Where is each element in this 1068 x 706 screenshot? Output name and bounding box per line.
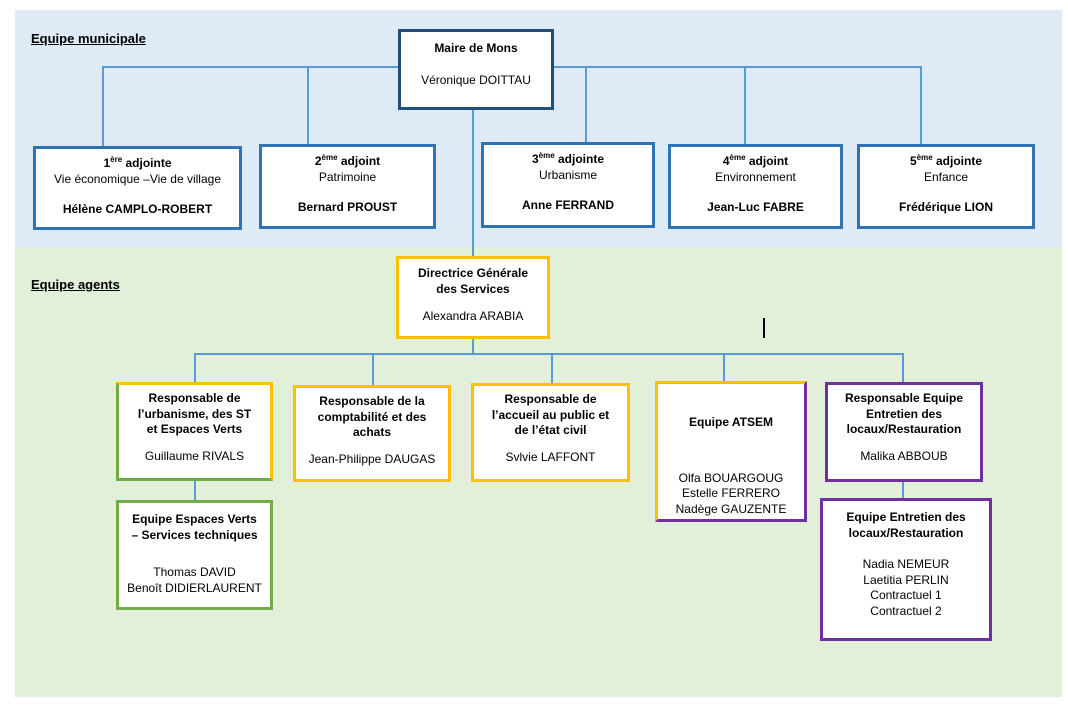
ordinal-suffix: ère [110, 155, 123, 164]
role-label: adjoint [337, 154, 381, 168]
box-title: Equipe Espaces Verts – Services techniqu… [131, 512, 258, 542]
connector-line [307, 66, 309, 145]
box-names: Olfa BOUARGOUG Estelle FERRERO Nadège GA… [675, 470, 787, 516]
box-name: Malika ABBOUB [860, 448, 948, 463]
box-title: Responsable de l’accueil au public et de… [491, 392, 610, 438]
connector-line [472, 109, 474, 257]
org-box-directrice-generale: Directrice Générale des Services Alexand… [396, 256, 550, 339]
org-box-responsable-comptabilite: Responsable de la comptabilité et des ac… [293, 385, 451, 482]
box-name: Jean-Philippe DAUGAS [308, 451, 436, 466]
connector-line [102, 66, 104, 147]
box-title: 4ème adjoint [723, 154, 788, 170]
org-box-equipe-entretien: Equipe Entretien des locaux/Restauration… [820, 498, 992, 641]
org-box-adjoint-2: 2ème adjoint Patrimoine Bernard PROUST [259, 144, 436, 229]
box-title: Responsable Equipe Entretien des locaux/… [844, 391, 964, 437]
box-name: Frédérique LION [898, 200, 993, 215]
section-heading-agents: Equipe agents [31, 277, 120, 292]
ordinal-suffix: ème [321, 153, 338, 162]
org-box-responsable-accueil: Responsable de l’accueil au public et de… [471, 383, 630, 482]
connector-line [194, 353, 196, 383]
connector-line [194, 353, 904, 355]
connector-line [372, 353, 374, 386]
box-title: Maire de Mons [434, 41, 518, 55]
ordinal-number: 2 [314, 154, 322, 168]
box-domain: Urbanisme [538, 167, 598, 182]
box-title: Directrice Générale des Services [417, 266, 529, 296]
role-label: adjointe [122, 156, 172, 170]
org-box-equipe-espaces-verts: Equipe Espaces Verts – Services techniqu… [116, 500, 273, 610]
connector-line [902, 353, 904, 383]
box-name: Jean-Luc FABRE [707, 200, 804, 215]
connector-line [723, 353, 725, 382]
box-title: Equipe Entretien des locaux/Restauration [846, 510, 966, 540]
org-box-adjoint-1: 1ère adjointe Vie économique –Vie de vil… [33, 146, 242, 230]
role-label: adjointe [932, 154, 983, 168]
role-label: adjointe [554, 152, 605, 166]
role-label: adjoint [745, 154, 789, 168]
connector-line [920, 66, 922, 145]
connector-line [902, 481, 904, 499]
box-title: 1ère adjointe [103, 156, 171, 172]
org-box-adjoint-4: 4ème adjoint Environnement Jean-Luc FABR… [668, 144, 843, 229]
box-name: Hélène CAMPLO-ROBERT [62, 202, 213, 217]
ordinal-number: 4 [722, 154, 730, 168]
org-box-responsable-urbanisme: Responsable de l’urbanisme, des ST et Es… [116, 382, 273, 481]
box-names: Thomas DAVID Benoît DIDIERLAURENT [127, 565, 262, 595]
box-title: Equipe ATSEM [689, 415, 773, 429]
box-title: 3ème adjointe [532, 152, 604, 168]
org-box-maire: Maire de Mons Véronique DOITTAU [398, 29, 554, 110]
box-name: Anne FERRAND [522, 198, 614, 213]
box-domain: Enfance [923, 169, 969, 184]
org-box-responsable-entretien: Responsable Equipe Entretien des locaux/… [825, 382, 983, 482]
box-name: Guillaume RIVALS [144, 448, 245, 463]
org-box-equipe-atsem: Equipe ATSEM Olfa BOUARGOUG Estelle FERR… [655, 381, 807, 522]
box-name: Alexandra ARABIA [422, 309, 524, 324]
box-name: Véronique DOITTAU [421, 72, 531, 87]
org-box-adjoint-3: 3ème adjointe Urbanisme Anne FERRAND [481, 142, 655, 228]
ordinal-suffix: ème [538, 151, 555, 160]
text-cursor-artifact [763, 318, 765, 338]
ordinal-suffix: ème [916, 153, 933, 162]
box-domain: Vie économique –Vie de village [53, 171, 221, 186]
box-title: 2ème adjoint [315, 154, 380, 170]
ordinal-number: 5 [909, 154, 917, 168]
box-name: Svlvie LAFFONT [505, 449, 596, 464]
box-domain: Patrimoine [318, 169, 377, 184]
connector-line [744, 66, 746, 145]
box-title: Responsable de l’urbanisme, des ST et Es… [137, 391, 252, 437]
box-name: Bernard PROUST [297, 200, 398, 215]
connector-line [194, 480, 196, 501]
org-box-adjoint-5: 5ème adjointe Enfance Frédérique LION [857, 144, 1035, 229]
ordinal-suffix: ème [729, 153, 746, 162]
box-title: Responsable de la comptabilité et des ac… [317, 394, 427, 440]
section-heading-municipale: Equipe municipale [31, 31, 146, 46]
connector-line [472, 338, 474, 354]
connector-line [585, 66, 587, 143]
box-title: 5ème adjointe [910, 154, 982, 170]
box-names: Nadia NEMEUR Laetitia PERLIN Contractuel… [862, 557, 950, 618]
ordinal-number: 3 [531, 152, 539, 166]
ordinal-number: 1 [103, 156, 111, 170]
box-domain: Environnement [715, 169, 796, 184]
connector-line [551, 353, 553, 384]
